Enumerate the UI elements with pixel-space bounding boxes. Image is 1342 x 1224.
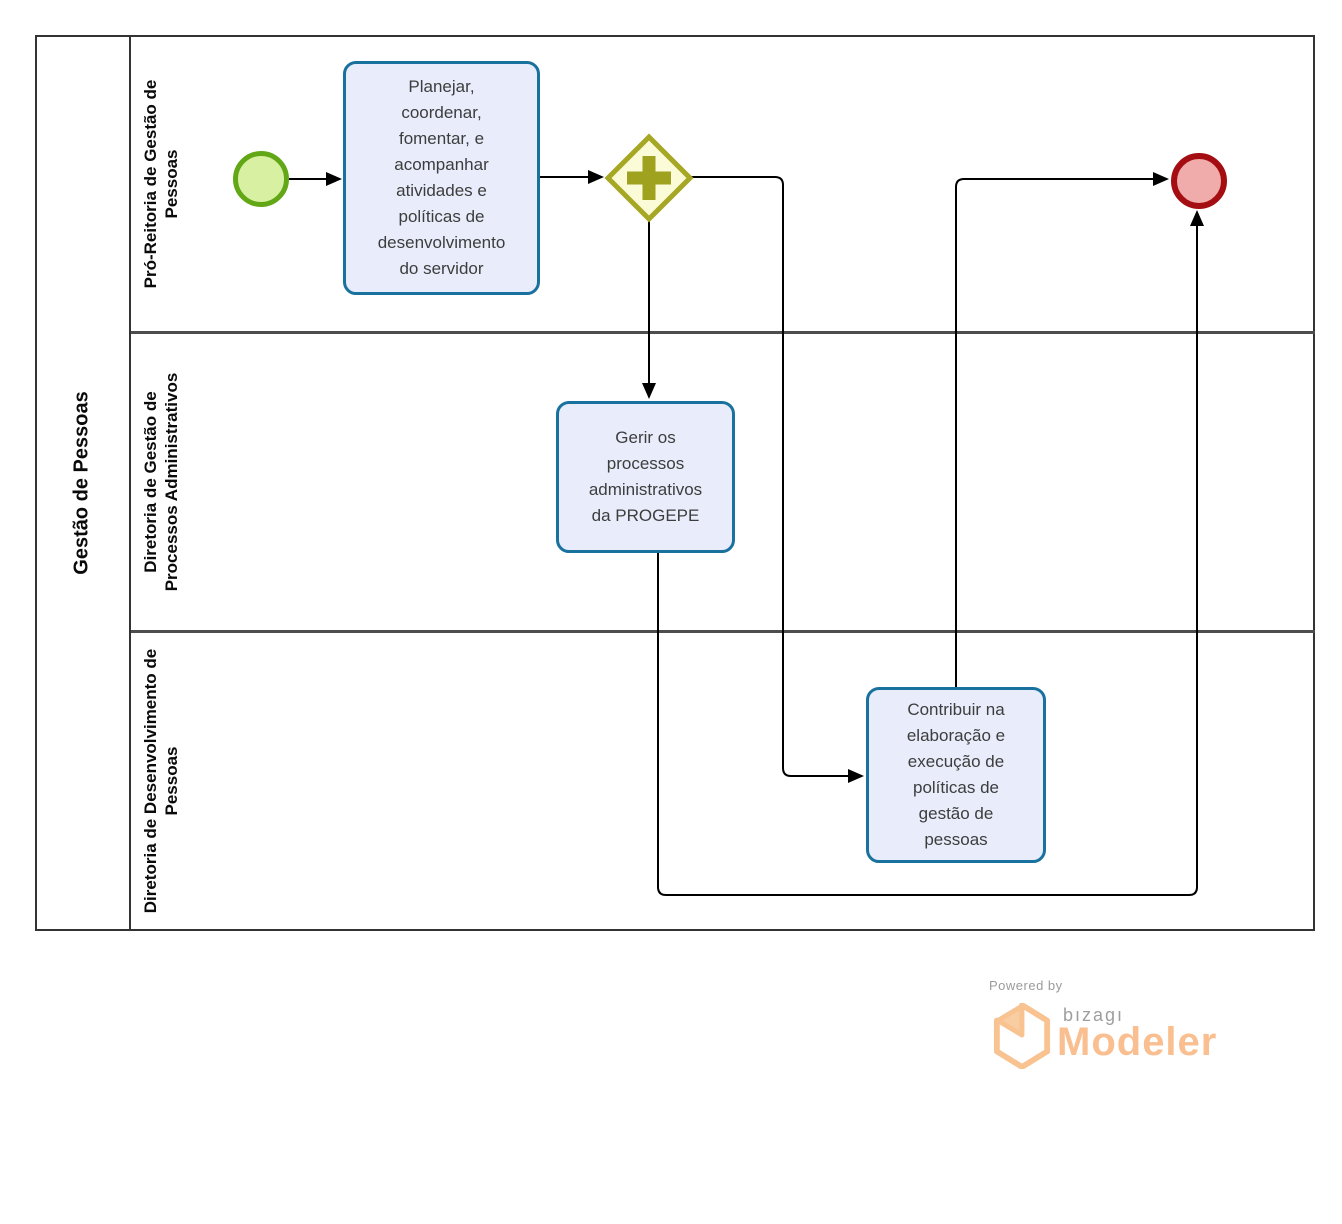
powered-by-text: Powered by [989, 978, 1063, 993]
task-label: Gerir os processos administrativos da PR… [588, 428, 703, 525]
task-label: Planejar, coordenar, fomentar, e acompan… [377, 77, 506, 278]
bizagi-hexagon-icon [993, 1003, 1051, 1069]
pool-header: Gestão de Pessoas [35, 35, 131, 931]
task-planejar: Planejar, coordenar, fomentar, e acompan… [343, 61, 540, 295]
lane-diretoria-processos: Diretoria de Gestão de Processos Adminis… [131, 334, 191, 630]
lane-label: Diretoria de Gestão de Processos Adminis… [141, 372, 181, 592]
task-label: Contribuir na elaboração e execução de p… [906, 700, 1006, 849]
lane-pro-reitoria: Pró-Reitoria de Gestão de Pessoas [131, 37, 191, 331]
task-gerir: Gerir os processos administrativos da PR… [556, 401, 735, 553]
parallel-gateway [604, 133, 694, 223]
bizagi-modeler-logo: Powered by bızagı Modeler [985, 978, 1245, 1078]
lane-diretoria-desenvolvimento: Diretoria de Desenvolvimento de Pessoas [131, 633, 191, 929]
start-event [233, 151, 289, 207]
lane-label: Diretoria de Desenvolvimento de Pessoas [141, 648, 181, 914]
plus-icon [627, 156, 671, 200]
lane-divider-2 [131, 630, 1315, 633]
modeler-wordmark: Modeler [1057, 1020, 1218, 1064]
pool-title: Gestão de Pessoas [70, 391, 93, 575]
end-event [1171, 153, 1227, 209]
lane-label: Pró-Reitoria de Gestão de Pessoas [141, 79, 181, 289]
lane-divider-1 [131, 331, 1315, 334]
task-contribuir: Contribuir na elaboração e execução de p… [866, 687, 1046, 863]
bizagi-wordmark: bızagı [1063, 1005, 1125, 1025]
